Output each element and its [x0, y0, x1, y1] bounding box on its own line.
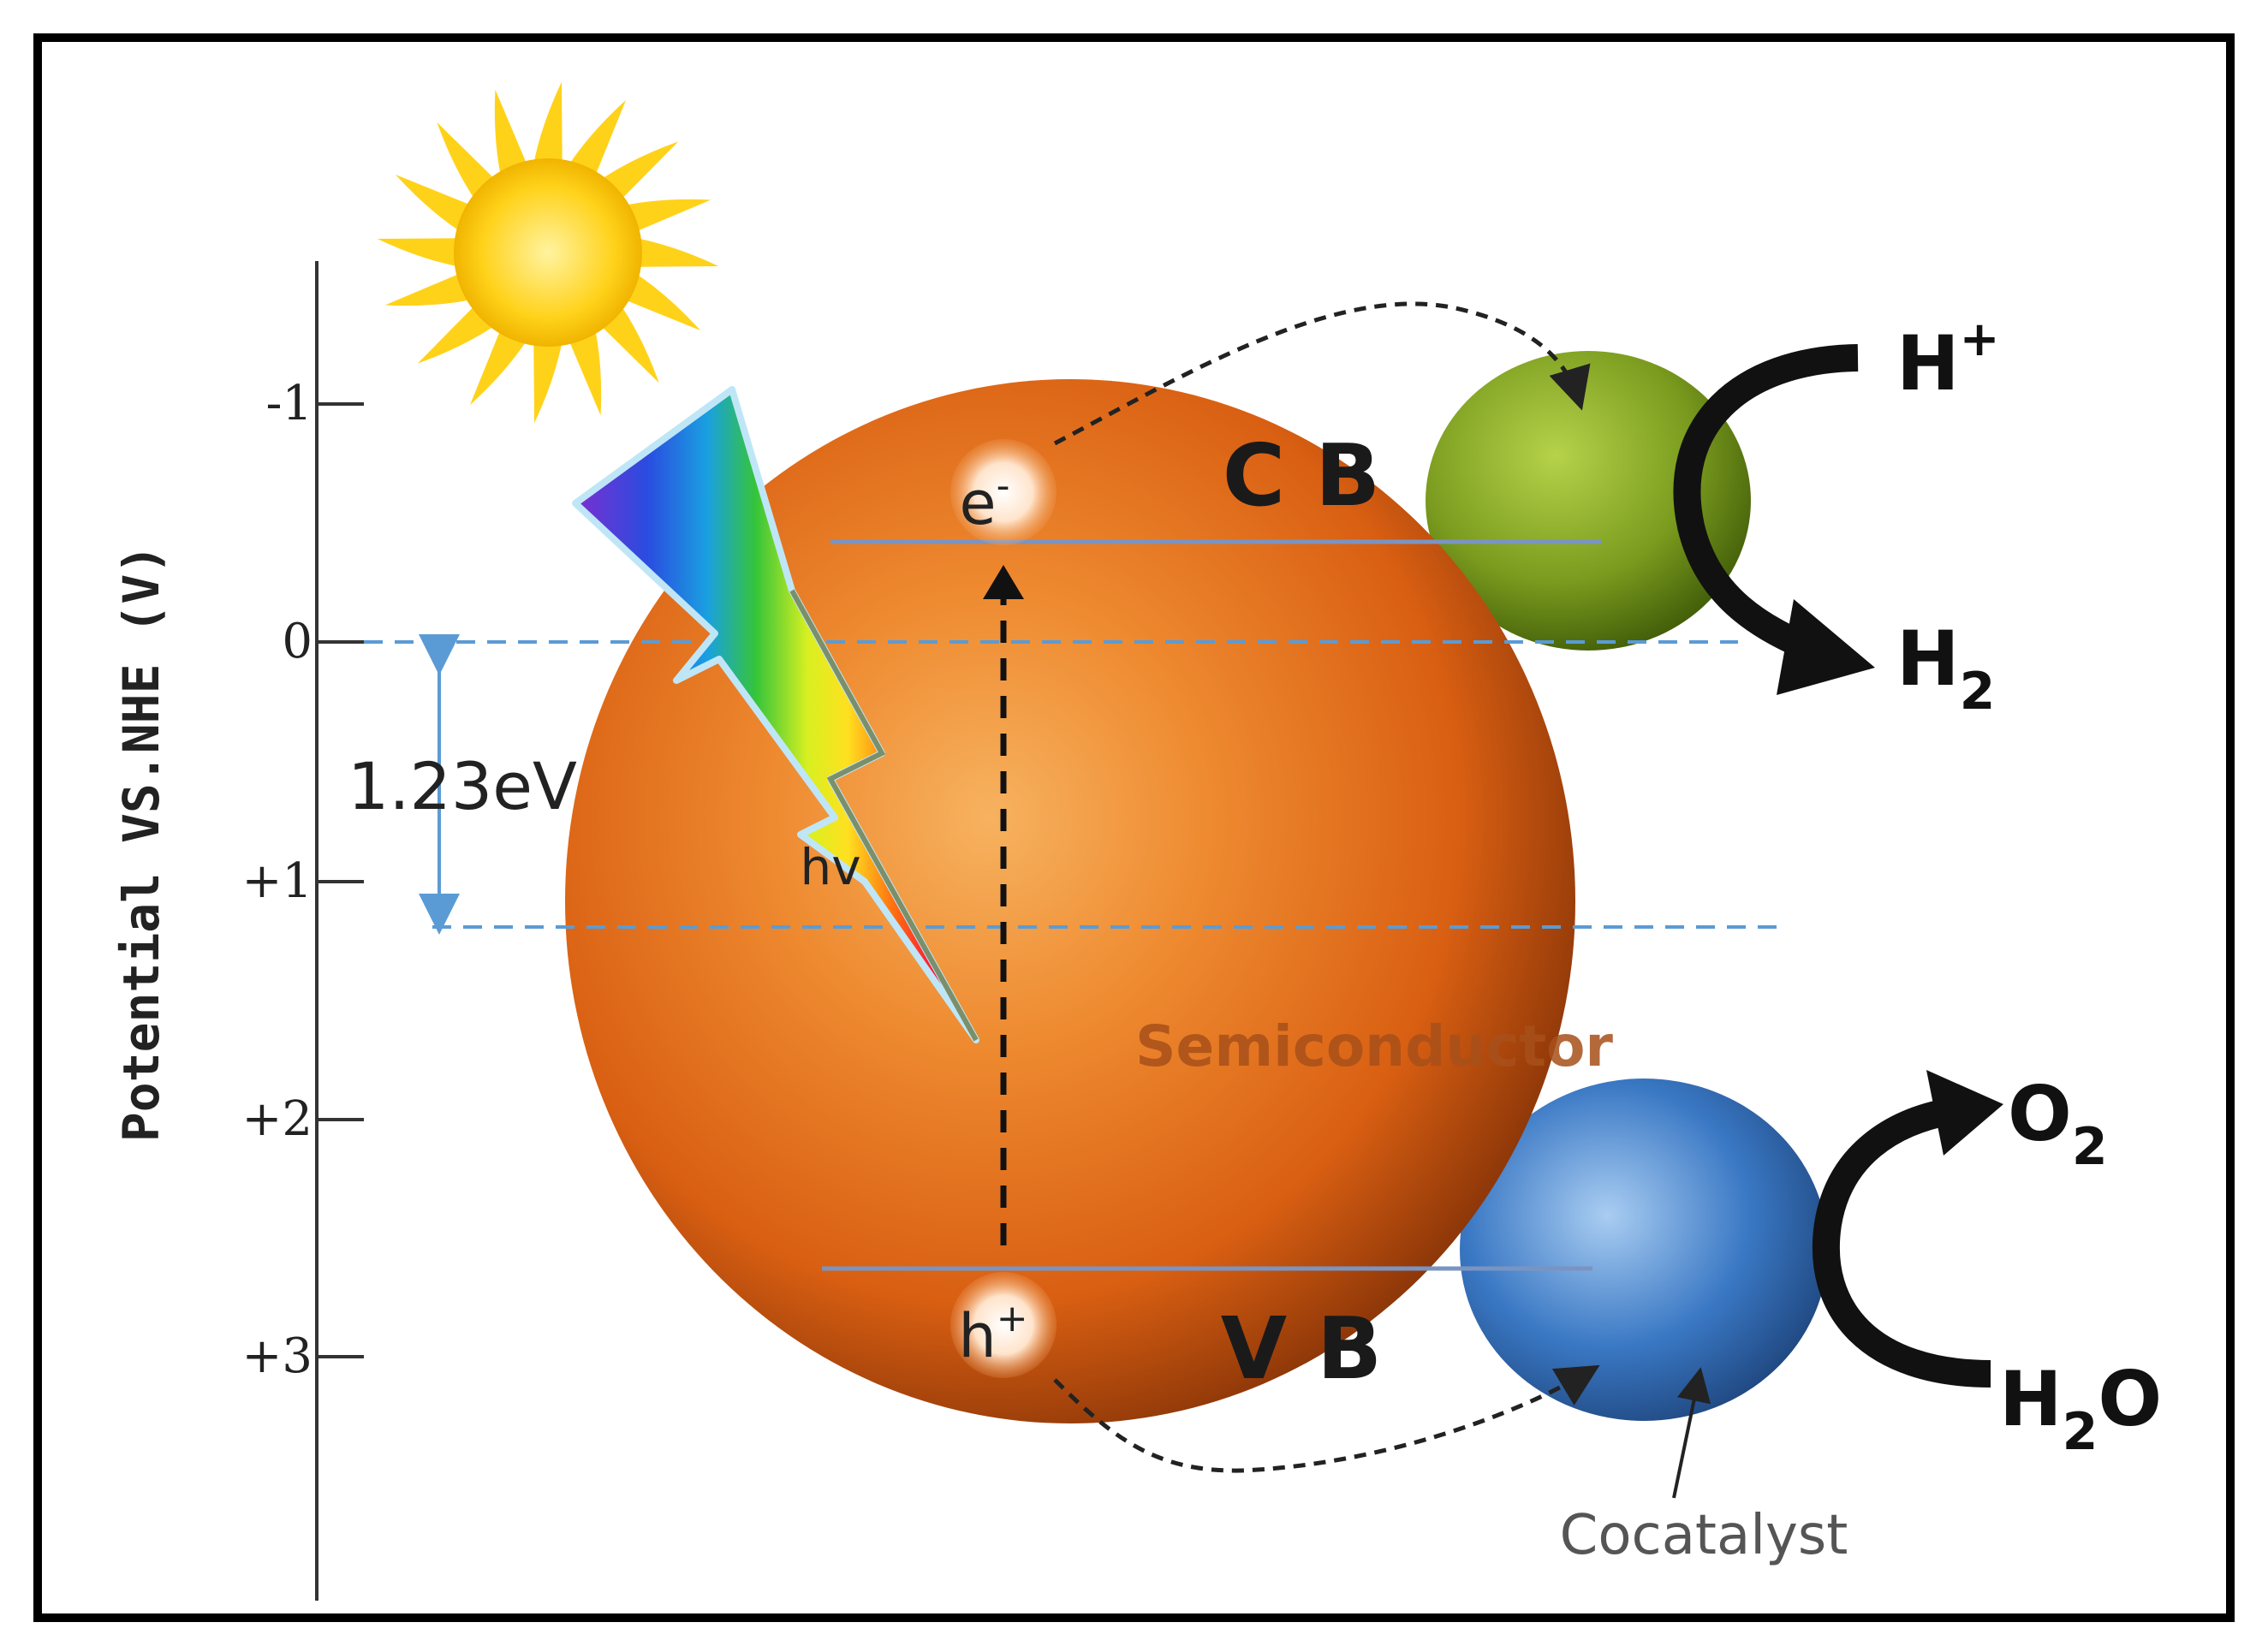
tick-label: 0 [282, 614, 313, 669]
axis-tick-plus1: +1 [241, 853, 364, 909]
sun-ray [600, 305, 659, 383]
gap-label: 1.23eV [348, 748, 577, 824]
sun-ray [417, 305, 496, 364]
bolt-outline [789, 589, 979, 1042]
oxygen-symbol: O [2008, 1070, 2072, 1158]
hole-transfer-arrow [1053, 1364, 1600, 1473]
water-label: H2O [1999, 1355, 2162, 1462]
water-subscript: 2 [2063, 1402, 2098, 1462]
proton-label: H+ [1896, 312, 2000, 407]
cocatalyst-label: Cocatalyst [1560, 1504, 1848, 1567]
excitation-arrowhead [983, 565, 1024, 599]
electron-transfer-arrow [1053, 301, 1591, 446]
photon-label: hv [800, 838, 860, 896]
vb-label: V B [1221, 1298, 1382, 1399]
hole-charge: + [997, 1297, 1028, 1340]
axis-tick-plus3: +3 [241, 1328, 364, 1384]
cocatalyst-bottom [1460, 1079, 1828, 1421]
sun-ray [600, 141, 679, 200]
sun-ray [395, 174, 472, 232]
sun-ray [533, 81, 563, 164]
sun-ray [533, 341, 563, 424]
hole-particle [950, 1272, 1057, 1378]
hydrogen-arrowhead [1777, 599, 1875, 695]
sun-ray [568, 99, 627, 176]
proton-charge: + [1960, 312, 2000, 367]
oxygen-reaction-arrow [1812, 1097, 1991, 1388]
cb-label: C B [1223, 425, 1380, 526]
tick-label: -1 [265, 376, 313, 431]
water-o: O [2098, 1355, 2162, 1443]
sun-ray [437, 122, 496, 200]
sun-ray [377, 238, 460, 267]
sun-ray [469, 329, 527, 406]
sun-ray [384, 273, 472, 306]
sun-ray [624, 273, 701, 331]
sun-ray [624, 199, 711, 232]
hole-symbol: h [958, 1301, 996, 1371]
water-h: H [1999, 1355, 2063, 1443]
hydrogen-reaction-arrow [1673, 344, 1859, 663]
semiconductor-label: Semiconductor [1135, 1013, 1613, 1079]
hydrogen-subscript: 2 [1960, 662, 1996, 722]
axis-title: Potential VS.NHE (V) [112, 544, 170, 1142]
sun-ray [494, 89, 527, 176]
hole-label: h+ [958, 1297, 1027, 1371]
proton-symbol: H [1896, 319, 1960, 407]
electron-symbol: e [960, 468, 997, 538]
oxygen-label: O2 [2008, 1070, 2108, 1177]
electron-particle [950, 439, 1057, 545]
tick-label: +1 [241, 853, 313, 909]
oxygen-subscript: 2 [2072, 1117, 2108, 1177]
axis-tick-plus2: +2 [241, 1091, 364, 1147]
axis-tick-0: 0 [282, 614, 364, 669]
cocatalyst-pointer [1672, 1367, 1711, 1499]
hydrogen-label: H2 [1896, 615, 1995, 722]
electron-charge: - [997, 464, 1010, 508]
sun-icon [377, 81, 719, 424]
tick-label: +3 [241, 1328, 313, 1384]
electron-label: e- [960, 464, 1010, 538]
oxygen-arrowhead [1926, 1070, 2003, 1156]
cocatalyst-top [1426, 351, 1751, 651]
tick-label: +2 [241, 1091, 313, 1147]
sun-ray [636, 238, 719, 267]
hydrogen-symbol: H [1896, 615, 1960, 703]
axis-tick-minus1: -1 [265, 376, 364, 431]
sun-ray [568, 329, 602, 416]
